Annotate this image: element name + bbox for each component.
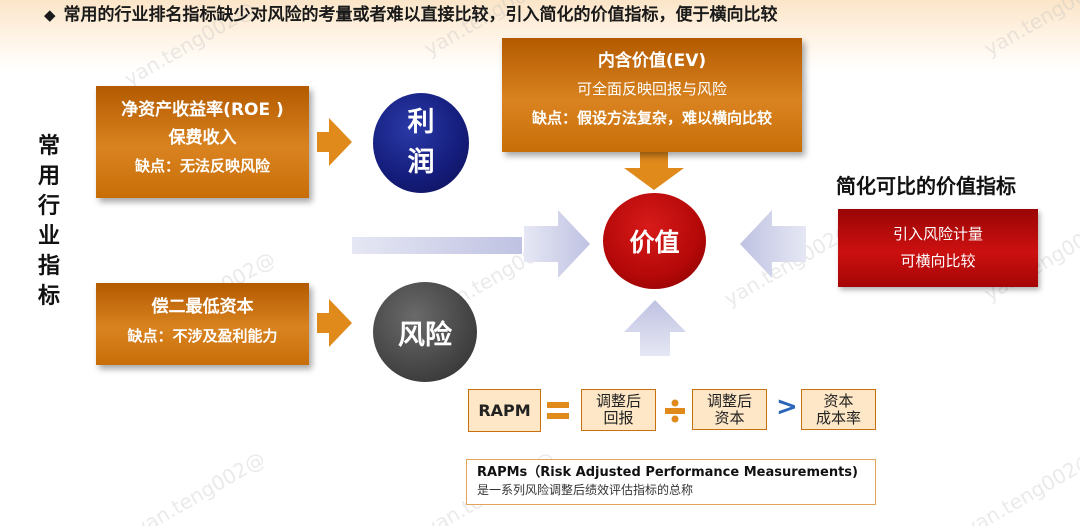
formula-text: 调整后 [595,392,641,410]
side-label-char: 业 [37,224,60,249]
arrow-down-icon [624,152,684,190]
arrow-right-icon [317,118,352,166]
side-label: 常 用 行 业 指 标 [34,132,64,312]
value-circle: 价值 [603,193,706,289]
formula-text: 资本 [823,391,854,410]
arrow-right-icon [317,299,352,347]
arrow-up-icon [624,300,686,356]
side-label-char: 行 [37,194,60,219]
roe-box: 净资产收益率(ROE ) 保费收入 缺点：无法反映风险 [96,86,309,198]
ev-drawback: 缺点：假设方法复杂，难以横向比较 [531,109,772,127]
risk-circle: 风险 [373,282,477,382]
formula-text: 回报 [603,409,634,427]
diamond-bullet-icon: ◆ [44,6,56,24]
simplified-line: 引入风险计量 [892,225,983,243]
formula-cost-of-capital: 资本 成本率 [801,389,876,430]
formula-text: 调整后 [706,391,752,410]
side-label-char: 标 [37,284,60,309]
profit-char: 利 [407,107,435,138]
connector-line [352,237,522,254]
formula-text: 资本 [714,408,745,427]
capital-box: 偿二最低资本 缺点：不涉及盈利能力 [96,283,309,365]
ev-benefit: 可全面反映回报与风险 [576,80,727,98]
ev-box: 内含价值(EV) 可全面反映回报与风险 缺点：假设方法复杂，难以横向比较 [502,38,802,152]
side-label-char: 用 [37,164,60,189]
capital-title: 偿二最低资本 [151,297,254,317]
arrow-right-icon [524,210,590,278]
simplified-line: 可横向比较 [900,252,976,270]
divide-icon [665,399,685,423]
page-title-text: 常用的行业排名指标缺少对风险的考量或者难以直接比较，引入简化的价值指标，便于横向… [63,5,778,25]
formula-adjusted-return: 调整后 回报 [581,389,656,431]
formula-rapm: RAPM [468,389,541,432]
roe-title: 净资产收益率(ROE ) [121,100,284,120]
definition-line: RAPMs（Risk Adjusted Performance Measurem… [477,465,858,480]
profit-char: 润 [407,147,435,178]
capital-drawback: 缺点：不涉及盈利能力 [127,327,278,345]
simplified-box: 引入风险计量 可横向比较 [838,209,1038,287]
definition-line: 是一系列风险调整后绩效评估指标的总称 [477,483,694,497]
simplified-title: 简化可比的价值指标 [836,174,1016,198]
equals-icon [547,402,569,419]
profit-circle: 利 润 [373,93,469,193]
page-title: ◆ 常用的行业排名指标缺少对风险的考量或者难以直接比较，引入简化的价值指标，便于横… [44,4,778,26]
formula-text: 成本率 [815,408,861,427]
side-label-char: 常 [37,134,60,159]
formula-adjusted-capital: 调整后 资本 [692,389,767,430]
ev-title: 内含价值(EV) [597,51,707,71]
roe-drawback: 缺点：无法反映风险 [134,157,270,175]
greater-than-sign: > [776,392,798,422]
rapm-definition: RAPMs（Risk Adjusted Performance Measurem… [466,459,876,505]
roe-line: 保费收入 [168,128,237,148]
arrow-left-icon [740,210,806,278]
side-label-char: 指 [37,254,60,279]
